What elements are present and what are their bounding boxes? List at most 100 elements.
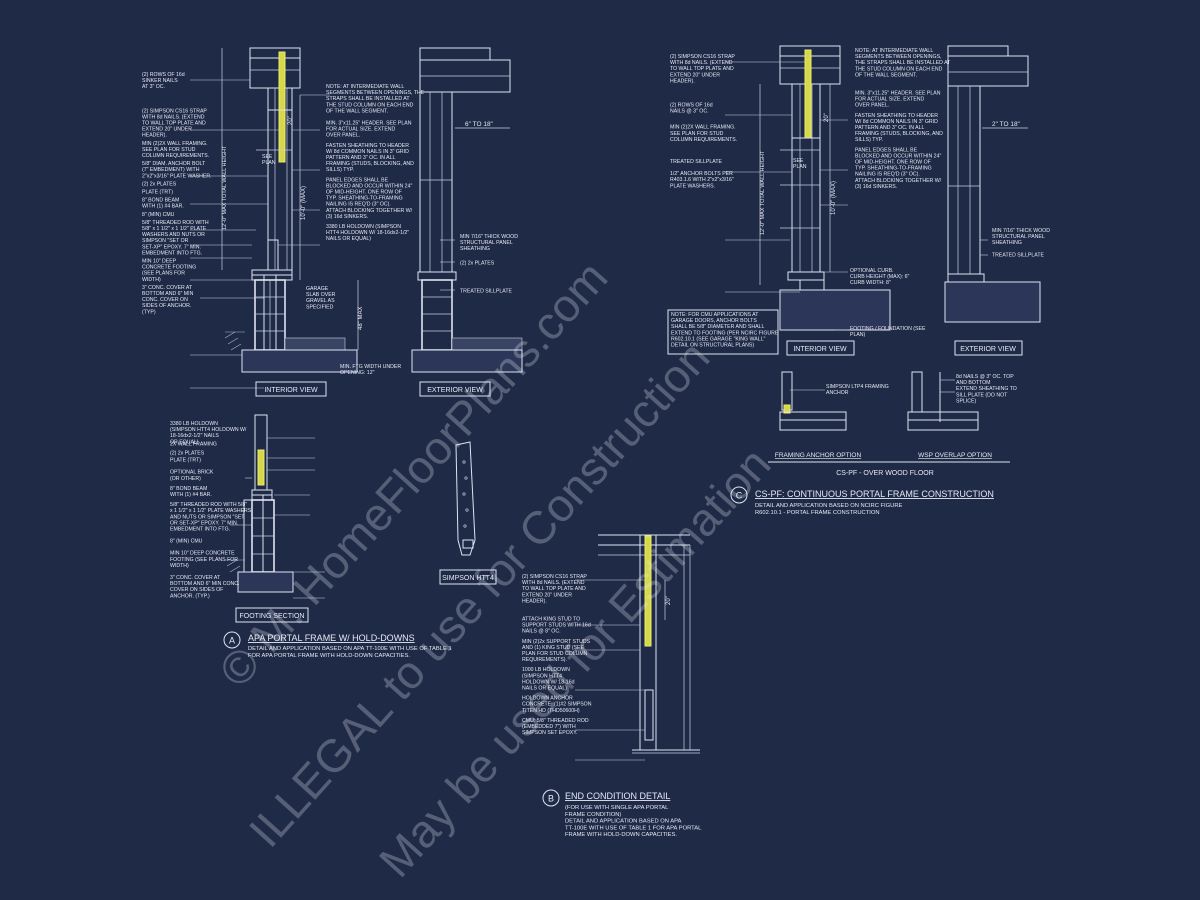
b-note: 1000 LB HOLDOWN: [522, 667, 570, 673]
b-note: CONCRETE: (1)#2 SIMPSON: [522, 702, 592, 708]
a-interior-note: 2"x2"x3/16" PLATE WASHER.: [142, 173, 212, 179]
a-dim-10max: 10'-0" (MAX): [301, 186, 307, 220]
framing-anchor-option-label: FRAMING ANCHOR OPTION: [775, 452, 862, 459]
a-see-plan: PLAN: [262, 160, 276, 166]
a-interior-note: 8" (MIN) CMU: [142, 212, 175, 218]
a-footing-note: FOOTING (SEE PLANS FOR: [170, 557, 238, 563]
view-labels: INTERIOR VIEW EXTERIOR VIEW FOOTING SECT…: [222, 113, 1023, 623]
a-garage-note: GRAVEL AS: [306, 298, 335, 304]
c-overlap-note: 8d NAILS @ 3" OC. TOP: [956, 374, 1014, 380]
a-interior-note: EMBEDMENT INTO FTG.: [142, 250, 202, 256]
a-interior-note: MIN (2)2X WALL FRAMING.: [142, 141, 208, 147]
b-note: SIMPSON SET EPOXY.: [522, 730, 577, 736]
c-right-note: THE STUD COLUMN ON EACH END: [855, 66, 943, 72]
a-garage-note: SLAB OVER: [306, 292, 336, 298]
detail-b-bubble-letter: B: [548, 794, 554, 804]
b-note: PLAN FOR STUD COLUMN: [522, 651, 588, 657]
c-see-plan: PLAN: [793, 164, 807, 170]
c-anchor-note: SIMPSON LTP4 FRAMING: [826, 384, 889, 390]
a-footing-note: (OR OTHER): [170, 476, 201, 482]
c-right-note: SILLS) TYP.: [855, 137, 883, 143]
a-right-note: STRAPS SHALL BE INSTALLED AT: [326, 96, 410, 102]
c-right-note: BLOCKED AND OCCUR WITHIN 24": [855, 153, 941, 159]
a-footing-note: OR EQUAL): [170, 439, 199, 445]
c-right-note: FRAMING (STUDS, BLOCKING, AND: [855, 131, 943, 137]
b-note: ATTACH KING STUD TO: [522, 617, 580, 623]
c-overlap-note: AND BOTTOM: [956, 380, 991, 386]
c-ext-note: MIN 7/16" THICK WOOD: [992, 228, 1050, 234]
detail-a-title: APA PORTAL FRAME W/ HOLD-DOWNS: [248, 633, 415, 643]
a-right-note: NOTE: AT INTERMEDIATE WALL: [326, 84, 404, 90]
c-left-note: (2) SIMPSON CS16 STRAP: [670, 54, 735, 60]
b-subtitle: FRAME CONDITION): [565, 812, 621, 818]
c-dim-10max: 10'-0" (MAX): [831, 181, 837, 215]
a-right-note: ATTACH BLOCKING TOGETHER W/: [326, 208, 413, 214]
a-right-note: NAILING IS REQ'D (3" OC).: [326, 202, 391, 208]
a-interior-note: WIDTH): [142, 277, 161, 283]
c-right-note: OVER PANEL.: [855, 103, 889, 109]
a-interior-note: CONCRETE FOOTING: [142, 265, 196, 271]
a-ext-note: SHEATHING: [460, 246, 490, 252]
a-ext-note: (2) 2x PLATES: [460, 260, 495, 266]
c-right-note: FOR ACTUAL SIZE. EXTEND: [855, 97, 925, 103]
a-interior-note: 3" CONC. COVER AT: [142, 285, 193, 291]
a-interior-note: (2) ROWS OF 16d: [142, 72, 185, 78]
detail-c-bubble-letter: C: [736, 491, 743, 501]
c-anchor-note: ANCHOR: [826, 390, 849, 396]
a-footing-note: 5/8" THREADED ROD WITH 5/8": [170, 502, 247, 508]
b-note: (SIMPSON HTT4: [522, 673, 562, 679]
a-interior-view-label: INTERIOR VIEW: [264, 387, 318, 394]
a-footing-note: EMBEDMENT INTO FTG.: [170, 527, 230, 533]
detail-a-bubble: [223, 631, 241, 649]
a-subtitle: DETAIL AND APPLICATION BASED ON APA TT-1…: [248, 646, 452, 652]
b-subtitle: (FOR USE WITH SINGLE APA PORTAL: [565, 805, 669, 811]
a-footing-note: (2) 2x PLATES: [170, 451, 205, 457]
a-interior-note: BOTTOM AND 6" MIN: [142, 291, 194, 297]
c-subtitle: DETAIL AND APPLICATION BASED ON NCIRC FI…: [755, 503, 903, 509]
garage-cmu-note-box: [667, 309, 779, 355]
c-left-note: TREATED SILLPLATE: [670, 159, 723, 165]
a-interior-note: (2) 2x PLATES: [142, 181, 177, 187]
a-interior-note: WITH 8d NAILS. (EXTEND: [142, 114, 205, 120]
a-interior-note: EXTEND 20" UNDER: [142, 127, 192, 133]
a-dim-48max: 48" MAX: [358, 307, 364, 330]
c-wall-height: 12'-0" MAX TOTAL WALL HEIGHT: [760, 150, 766, 235]
footing: [241, 349, 358, 373]
a-right-note: W/ 8d COMMON NAILS IN 3" GRID: [326, 149, 409, 155]
c-right-note: SEGMENTS BETWEEN OPENINGS,: [855, 54, 941, 60]
b-note: (2) SIMPSON CS16 STRAP: [522, 574, 587, 580]
a-footing-note: PLATE (TRT): [170, 458, 201, 464]
a-right-note: MIN. 3"x11.25" HEADER. SEE PLAN: [326, 121, 412, 127]
c-dim-20: 20": [824, 113, 830, 122]
c-right-note: OF THE WALL SEGMENT.: [855, 72, 917, 78]
detail-c-title: CS-PF: CONTINUOUS PORTAL FRAME CONSTRUCT…: [755, 489, 994, 499]
c-left-note: MIN (2)2X WALL FRAMING.: [670, 125, 736, 131]
a-interior-note: SINKER NAILS: [142, 78, 178, 84]
a-right-note: HTT4 HOLDOWN W/ 18-16dx2-1/2": [326, 230, 409, 236]
c-right-note: MIN. 3"x11.25" HEADER. SEE PLAN: [855, 91, 941, 97]
simpson-htt4-graphic: [439, 441, 497, 585]
a-right-note: OF MID-HEIGHT. ONE ROW OF: [326, 190, 402, 196]
c-right-note: ATTACH BLOCKING TOGETHER W/: [855, 178, 942, 184]
a-footing-note: COVER ON SIDES OF: [170, 587, 223, 593]
a-footing-note: MIN 10" DEEP CONCRETE: [170, 551, 235, 557]
a-right-note: SEGMENTS BETWEEN OPENINGS, THE: [326, 90, 425, 96]
a-interior-note: 5/8" x 1 1/2" x 1 1/2" PLATE: [142, 226, 207, 232]
c-left-note: COLUMN REQUIREMENTS.: [670, 137, 737, 143]
a-interior-note: (TYP): [142, 309, 156, 315]
detail-b-section: [598, 534, 700, 754]
a-interior-note: SIMPSON "SET OR: [142, 238, 189, 244]
a-right-note: FOR ACTUAL SIZE. EXTEND: [326, 127, 396, 133]
b-note: NAILS OR EQUAL): [522, 686, 567, 692]
c-left-note: SEE PLAN FOR STUD: [670, 131, 724, 137]
a-footing-note: AND NUTS OR SIMPSON "SET: [170, 514, 245, 520]
b-note: REQUIREMENTS).: [522, 657, 567, 663]
c-overlap-note: SPLICE): [956, 398, 976, 404]
b-note: CMU: 5/8" THREADED ROD: [522, 718, 589, 724]
c-note-box: SHALL BE 5/8" DIAMETER AND SHALL: [671, 324, 764, 330]
a-interior-note: (SEE PLANS FOR: [142, 271, 185, 277]
footing-section-label: FOOTING SECTION: [240, 613, 305, 620]
a-subtitle: FOR APA PORTAL FRAME WITH HOLD-DOWN CAPA…: [248, 653, 410, 659]
a-see-plan: SEE: [262, 154, 273, 160]
a-right-note: OF THE WALL SEGMENT.: [326, 108, 388, 114]
